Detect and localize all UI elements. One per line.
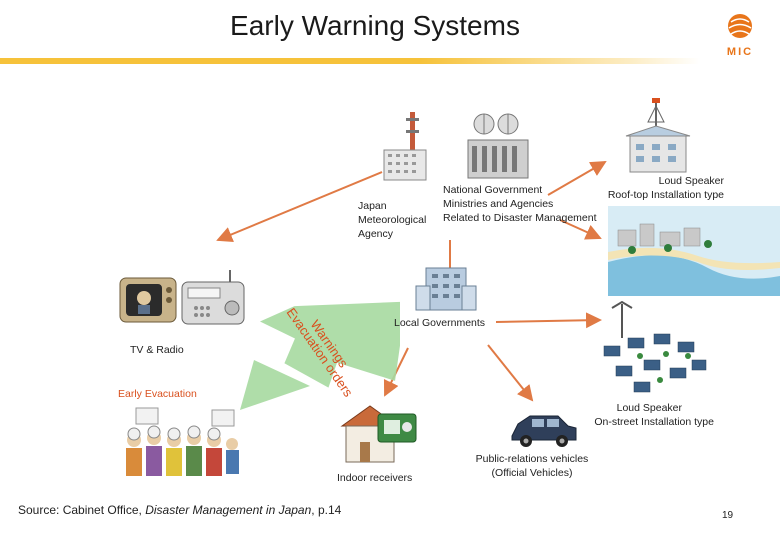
local-gov-building-icon [415,267,477,311]
jma-label-line: Japan [358,200,387,212]
jma-label-line: Meteorological [358,214,427,226]
arrow-local-to-indoor [383,347,409,397]
coastal-town-image [608,206,780,296]
street-speaker-label: Loud Speaker On-street Installation type [594,401,714,429]
national-gov-building-icon [467,113,529,179]
evacuating-people-image [126,407,239,476]
slide-title: Early Warning Systems [230,10,520,41]
street-speaker-houses-icon [603,300,707,393]
rooftop-speaker-label-line: Loud Speaker [658,175,724,187]
arrow-gov-to-roof-speaker [547,160,607,196]
national-gov-label: National Government Ministries and Agenc… [443,183,597,225]
page-number: 19 [722,510,734,521]
source-citation: Source: Cabinet Office, Disaster Managem… [18,503,341,517]
pr-vehicles-label-line: Public-relations vehicles [475,453,589,465]
source-book-title: Disaster Management in Japan [145,503,312,517]
rooftop-speaker-label: Loud Speaker Roof-top Installation type [608,174,724,202]
street-speaker-label-line: On-street Installation type [594,416,714,428]
early-evacuation-label: Early Evacuation [118,388,197,400]
street-speaker-label-line: Loud Speaker [616,402,682,414]
local-gov-label: Local Governments [394,317,486,329]
pr-vehicles-label: Public-relations vehicles (Official Vehi… [472,452,592,480]
indoor-receiver-house-icon [340,405,417,463]
arrow-gov-to-coast [559,219,602,240]
tv-radio-label: TV & Radio [130,344,184,356]
rooftop-speaker-building-icon [625,98,691,173]
logo-text: MIC [727,46,753,58]
source-suffix: , p.14 [311,503,342,517]
source-prefix: Source: Cabinet Office, [18,503,146,517]
pr-vehicle-icon [511,415,577,447]
jma-building-icon [383,112,427,181]
national-gov-label-line: National Government [443,184,543,196]
pr-vehicles-label-line: (Official Vehicles) [491,467,573,479]
jma-label: Japan Meteorological Agency [358,199,426,241]
tv-icon [119,277,177,323]
warnings-evacuation-arrow: Warnings Evacuation orders [240,301,400,410]
indoor-receivers-label: Indoor receivers [337,472,413,484]
national-gov-label-line: Ministries and Agencies [443,198,554,210]
mic-logo: MIC [727,14,753,58]
arrow-local-to-vehicle [487,344,534,402]
jma-label-line: Agency [358,228,394,240]
radio-icon [181,270,245,325]
title-accent-line [0,58,700,64]
arrow-local-to-street-speaker [495,312,602,329]
rooftop-speaker-label-line: Roof-top Installation type [607,189,724,201]
national-gov-label-line: Related to Disaster Management [443,212,597,224]
arrow-jma-to-media [216,171,383,243]
